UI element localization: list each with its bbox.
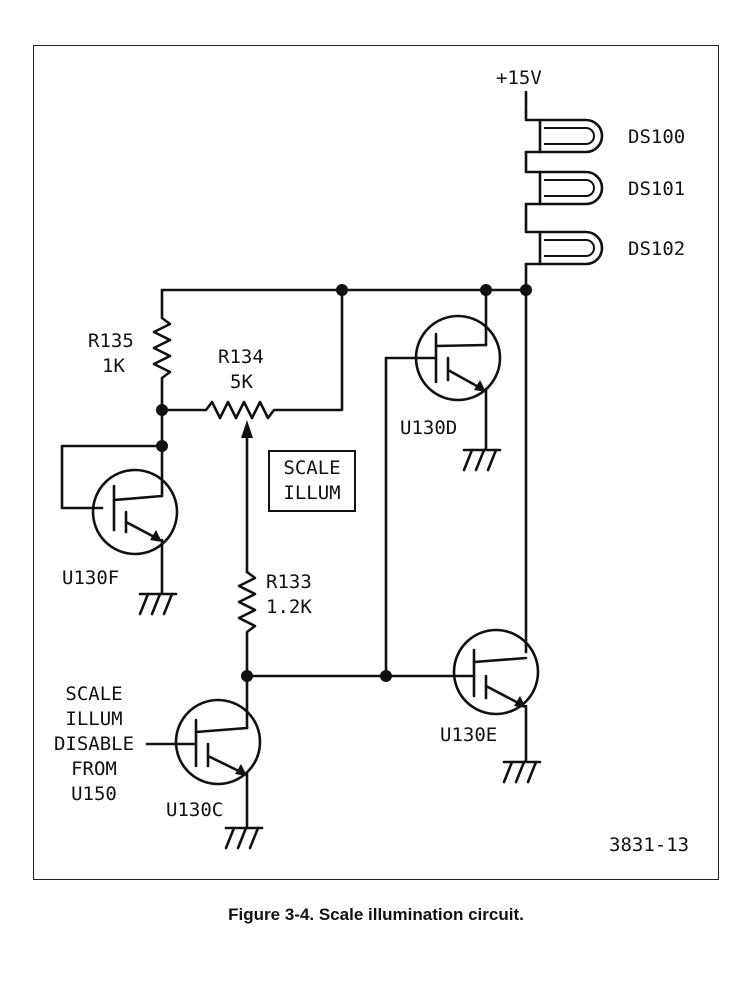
scale-illum-label-line2: ILLUM bbox=[283, 482, 340, 504]
junction-dot bbox=[480, 284, 492, 296]
figure-caption: Figure 3-4. Scale illumination circuit. bbox=[228, 905, 524, 924]
scale-illum-label-line1: SCALE bbox=[283, 457, 340, 479]
ground-u130e bbox=[502, 760, 542, 784]
disable-label-line1: SCALE bbox=[65, 683, 122, 705]
r134-name-label: R134 bbox=[218, 346, 264, 368]
lamp-ds102 bbox=[524, 202, 604, 266]
lamp-label-ds101: DS101 bbox=[628, 178, 685, 200]
ground-u130c bbox=[224, 826, 264, 850]
transistor-u130f bbox=[60, 408, 179, 594]
disable-label-line3: DISABLE bbox=[54, 733, 134, 755]
transistor-u130e bbox=[452, 628, 540, 762]
u130c-label: U130C bbox=[166, 799, 223, 821]
junction-dot bbox=[241, 670, 253, 682]
transistor-u130c bbox=[145, 674, 262, 828]
transistor-u130d bbox=[384, 288, 502, 678]
u130d-label: U130D bbox=[400, 417, 457, 439]
disable-label-line4: FROM bbox=[71, 758, 117, 780]
junction-dot bbox=[156, 404, 168, 416]
disable-label-line2: ILLUM bbox=[65, 708, 122, 730]
junction-dot bbox=[380, 670, 392, 682]
r134-value-label: 5K bbox=[230, 371, 253, 393]
lamp-label-ds102: DS102 bbox=[628, 238, 685, 260]
lamp-ds101 bbox=[524, 150, 604, 206]
ground-u130f bbox=[138, 592, 178, 616]
junction-dot bbox=[336, 284, 348, 296]
r135-value-label: 1K bbox=[102, 355, 125, 377]
junction-dot bbox=[156, 440, 168, 452]
scale-illum-box bbox=[268, 450, 356, 512]
lamp-ds100 bbox=[524, 110, 604, 154]
r135-name-label: R135 bbox=[88, 330, 134, 352]
supply-label: +15V bbox=[496, 67, 542, 89]
u130e-label: U130E bbox=[440, 724, 497, 746]
ground-u130d bbox=[462, 448, 502, 472]
lamp-label-ds100: DS100 bbox=[628, 126, 685, 148]
r133-value-label: 1.2K bbox=[266, 596, 312, 618]
junction-dot bbox=[520, 284, 532, 296]
r133-name-label: R133 bbox=[266, 571, 312, 593]
potentiometer-r134 bbox=[160, 288, 344, 574]
resistor-r133 bbox=[237, 570, 257, 678]
diagram-frame bbox=[33, 45, 719, 880]
resistor-r135 bbox=[152, 288, 172, 412]
figure-id-label: 3831-13 bbox=[609, 834, 689, 856]
disable-label-line5: U150 bbox=[71, 783, 117, 805]
u130f-label: U130F bbox=[62, 567, 119, 589]
